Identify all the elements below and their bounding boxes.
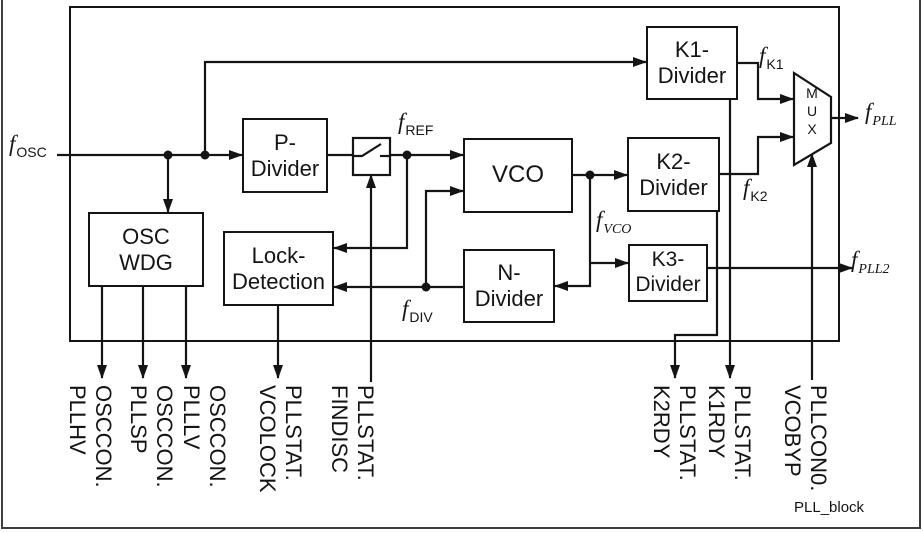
label-f-pll: fPLL [865,99,897,129]
wire-fk1-to-mux [738,61,794,104]
label-osccon-pllhv: OSCCON. PLLHV [65,385,116,488]
mux-label: M U X [806,85,818,137]
osc-wdg-block: OSC WDG [88,212,204,287]
wire-k2rdy-out [670,212,719,379]
wire-fref-to-lock [333,155,409,253]
pll-module-boundary [69,6,840,342]
label-osccon-plllv: OSCCON. PLLLV [179,385,230,488]
label-f-osc: fOSC [9,131,47,160]
signal-wires [57,57,859,382]
label-f-vco: fVCO [596,207,632,237]
label-pllstat-k2rdy: PLLSTAT. K2RDY [649,385,700,481]
label-pllcon0-vcobyp: PLLCON0. VCOBYP [780,385,831,492]
figure-caption: PLL_block [794,499,865,516]
n-divider-block: N- Divider [463,249,555,323]
label-f-k1: fK1 [759,43,784,72]
wire-fk2-to-mux [720,132,794,176]
lock-detection-block: Lock- Detection [223,231,334,306]
junction-dots [163,150,595,292]
p-divider-block: P- Divider [242,118,328,193]
wire-fdiv-to-vco [424,186,464,287]
vco-block: VCO [463,138,573,213]
wire-fvco-to-ndiv [554,175,592,291]
label-f-div: fDIV [402,296,433,325]
label-pllstat-k1rdy: PLLSTAT. K1RDY [704,385,755,481]
k2-divider-block: K2- Divider [627,137,720,212]
label-f-pll2: fPLL2 [851,247,890,277]
k1-divider-block: K1- Divider [646,26,738,100]
switch-icon [351,136,392,177]
label-f-ref: fREF [398,109,434,138]
wire-fosc-to-k1 [203,57,647,155]
label-pllstat-vcolock: PLLSTAT. VCOLOCK [255,385,306,493]
k3-divider-block: K3- Divider [628,244,708,302]
label-pllstat-findisc: PLLSTAT. FINDISC [327,385,378,481]
mux-shape [792,70,833,167]
label-f-k2: fK2 [743,175,768,204]
label-osccon-pllsp: OSCCON. PLLSP [126,385,177,488]
